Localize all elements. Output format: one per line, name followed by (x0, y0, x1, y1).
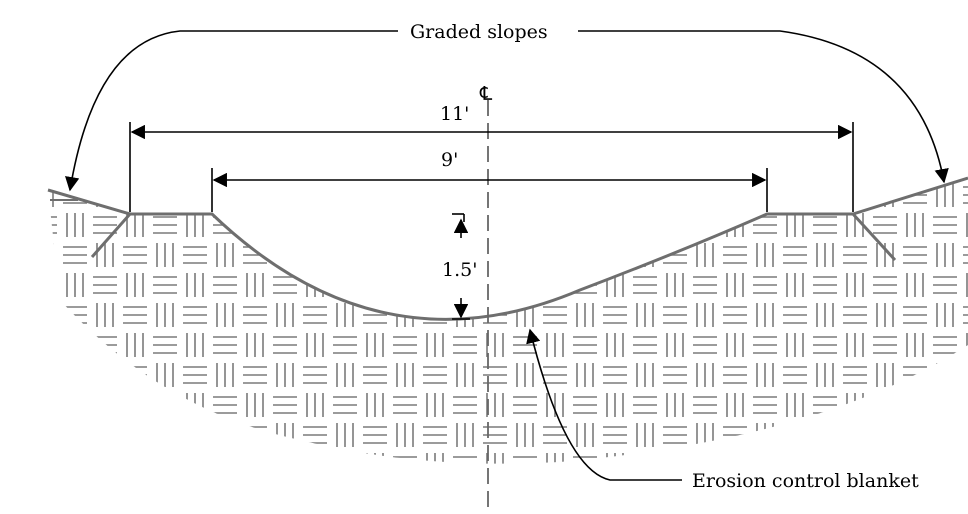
bottom-width-label: 9' (441, 149, 458, 171)
depth-label: 1.5' (442, 259, 477, 281)
erosion-blanket-leader (526, 328, 682, 481)
depth-dimension (452, 213, 470, 320)
left-graded-slope (90, 213, 132, 258)
erosion-blanket-label: Erosion control blanket (692, 470, 919, 492)
top-width-dimension (129, 122, 854, 212)
soil-hatch (48, 178, 968, 464)
centerline-symbol: ℄ (479, 83, 493, 105)
top-width-label: 11' (440, 103, 469, 125)
channel-profile (47, 176, 968, 321)
bottom-width-dimension (211, 168, 768, 212)
right-graded-slope (851, 212, 897, 262)
graded-slopes-label: Graded slopes (410, 21, 548, 43)
graded-slopes-callout (65, 30, 949, 192)
